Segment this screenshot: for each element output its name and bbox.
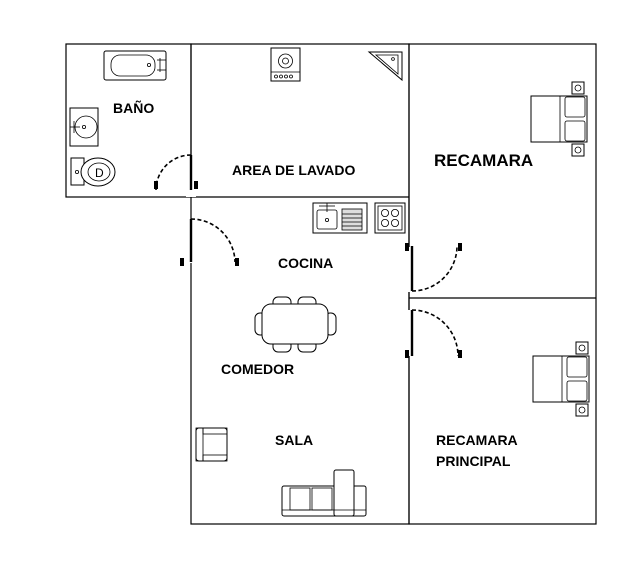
room-label-sala: SALA: [275, 432, 313, 448]
door-bano: [154, 154, 198, 197]
room-label-bano: BAÑO: [113, 99, 154, 116]
stove-icon: [374, 202, 406, 234]
dining-table-icon: [254, 296, 337, 353]
door-cocina: [180, 218, 239, 266]
room-label-recamara: RECAMARA: [434, 151, 533, 170]
bathtub-icon: [103, 50, 167, 81]
sofa-icon: [281, 469, 367, 517]
sink-icon: [69, 107, 99, 147]
room-label-area-de-lavado: AREA DE LAVADO: [232, 162, 356, 178]
toilet-icon: D: [70, 157, 116, 187]
room-label-cocina: COCINA: [278, 255, 333, 271]
walls: [65, 43, 597, 525]
bed-icon: [532, 341, 590, 417]
door-recamara: [404, 243, 462, 292]
room-label-recamara-principal: RECAMARA: [436, 432, 518, 448]
washing-machine-icon: [270, 47, 301, 82]
svg-text:D: D: [95, 166, 104, 180]
room-label-recamara-principal-line2: PRINCIPAL: [436, 453, 511, 469]
kitchen-sink-icon: [312, 202, 368, 234]
room-label-comedor: COMEDOR: [221, 361, 294, 377]
armchair-icon: [195, 427, 228, 462]
corner-sink-icon: [367, 51, 403, 82]
bed-icon: [530, 81, 588, 157]
door-recamara-principal: [404, 309, 462, 358]
